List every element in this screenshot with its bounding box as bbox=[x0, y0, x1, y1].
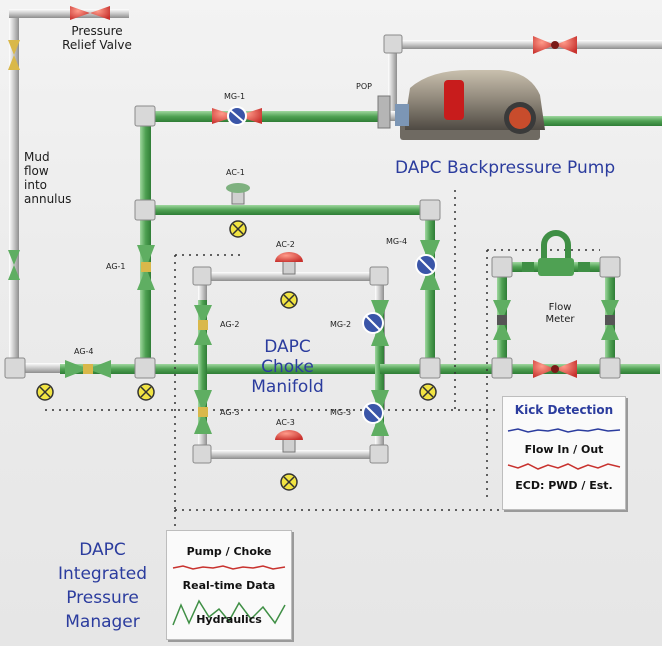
valves bbox=[8, 6, 619, 436]
ag3-tag: AG-3 bbox=[220, 408, 240, 417]
mg2-valve-icon bbox=[362, 300, 389, 346]
kick-detection-title: Kick Detection bbox=[514, 403, 614, 417]
ag4-tag: AG-4 bbox=[74, 347, 94, 356]
sensor-icon bbox=[280, 291, 298, 309]
kick-line2: ECD: PWD / Est. bbox=[515, 479, 613, 492]
mud-flow-label: Mud flow into annulus bbox=[24, 150, 72, 206]
mg1-valve-icon bbox=[212, 106, 262, 126]
sensor-icon bbox=[419, 383, 437, 401]
auto-chokes bbox=[226, 183, 303, 453]
ag1-tag: AG-1 bbox=[106, 262, 126, 271]
mg4-valve-icon bbox=[415, 240, 440, 290]
mg3-valve-icon bbox=[362, 390, 389, 436]
pump-title: DAPC Backpressure Pump bbox=[395, 158, 616, 178]
ac2-choke-icon bbox=[275, 252, 303, 275]
ac1-choke-icon bbox=[226, 183, 250, 205]
ipm-line2: Real-time Data bbox=[182, 579, 276, 592]
sensor-icon bbox=[229, 220, 247, 238]
flow-meter-right-valve-icon bbox=[601, 300, 619, 340]
flow-meter-left-valve-icon bbox=[493, 300, 511, 340]
ag2-valve-icon bbox=[194, 305, 212, 345]
ag3-valve-icon bbox=[194, 390, 212, 434]
kick-detection-panel: Kick Detection Flow In / Out ECD: PWD / … bbox=[502, 396, 626, 510]
ecd-trend-icon bbox=[507, 463, 621, 470]
ag4-valve-icon bbox=[65, 360, 111, 378]
left-upper-valve-icon bbox=[8, 40, 20, 70]
sensor-icon bbox=[36, 383, 54, 401]
bypass-valve-icon bbox=[533, 360, 577, 378]
kick-line1: Flow In / Out bbox=[524, 443, 604, 456]
mg1-tag: MG-1 bbox=[224, 92, 246, 101]
ipm-line1: Pump / Choke bbox=[186, 545, 272, 558]
ag2-tag: AG-2 bbox=[220, 320, 240, 329]
ac3-choke-icon bbox=[275, 430, 303, 453]
ipm-panel: Pump / Choke Real-time Data Hydraulics bbox=[166, 530, 292, 640]
ac2-tag: AC-2 bbox=[276, 240, 295, 249]
ipm-trend-green-icon bbox=[172, 599, 286, 626]
flow-meter-icon bbox=[522, 230, 590, 276]
pressure-relief-valve-label: Pressure Relief Valve bbox=[62, 24, 132, 52]
backpressure-pump-icon bbox=[377, 70, 545, 140]
sensor-icon bbox=[137, 383, 155, 401]
fittings bbox=[4, 34, 621, 464]
ac3-tag: AC-3 bbox=[276, 418, 295, 427]
ipm-trend-red-icon bbox=[172, 565, 286, 570]
flow-meter-label: Flow Meter bbox=[545, 302, 575, 325]
kick-trend-icon bbox=[507, 428, 621, 433]
choke-manifold-label: DAPC Choke Manifold bbox=[251, 337, 324, 397]
pop-tag: POP bbox=[356, 82, 372, 91]
ac1-tag: AC-1 bbox=[226, 168, 245, 177]
ag1-valve-icon bbox=[137, 245, 155, 290]
return-line-valve-icon bbox=[533, 36, 577, 54]
left-lower-valve-icon bbox=[8, 250, 20, 280]
sensors bbox=[36, 220, 437, 491]
sensor-icon bbox=[280, 473, 298, 491]
pressure-relief-valve-icon bbox=[70, 6, 110, 20]
mg4-tag: MG-4 bbox=[386, 237, 408, 246]
ipm-label: DAPC Integrated Pressure Manager bbox=[57, 540, 148, 632]
ipm-line3: Hydraulics bbox=[196, 613, 262, 626]
mg3-tag: MG-3 bbox=[330, 408, 352, 417]
mg2-tag: MG-2 bbox=[330, 320, 352, 329]
